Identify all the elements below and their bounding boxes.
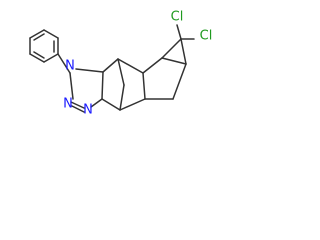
ring-bond bbox=[69, 72, 74, 100]
atom-label-n2: N bbox=[63, 97, 73, 112]
phenyl-bond bbox=[29, 53, 45, 63]
phenyl-bond bbox=[43, 53, 59, 63]
ring-bond bbox=[101, 71, 104, 100]
ring-bond bbox=[172, 63, 187, 100]
atom-label-cl1: Cl bbox=[171, 10, 184, 25]
phenyl-bond bbox=[43, 29, 59, 39]
bonds bbox=[29, 24, 195, 113]
ring-bond bbox=[142, 57, 163, 74]
ring-bond bbox=[119, 98, 146, 111]
double-bond-inner bbox=[71, 105, 85, 113]
ring-bond bbox=[161, 57, 187, 65]
chemical-structure: N N N Cl Cl bbox=[0, 0, 239, 147]
ring-bond bbox=[117, 58, 144, 74]
ring-bond bbox=[90, 98, 103, 108]
phenyl-double-bond bbox=[33, 33, 45, 41]
ring-bond bbox=[102, 58, 119, 73]
phenyl-double-bond bbox=[33, 51, 45, 59]
c-cl-bond bbox=[176, 24, 182, 40]
background bbox=[0, 0, 239, 147]
atom-label-cl2: Cl bbox=[200, 29, 213, 44]
atom-labels: N N N Cl Cl bbox=[63, 10, 212, 118]
phenyl-n-bond bbox=[57, 53, 71, 74]
atom-label-n1: N bbox=[65, 59, 75, 74]
ring-bond bbox=[161, 38, 182, 59]
ring-bond bbox=[75, 68, 104, 73]
bridge-bond bbox=[119, 84, 125, 111]
ring-bond bbox=[142, 72, 146, 100]
ring-bond bbox=[70, 101, 85, 109]
ring-bond bbox=[180, 38, 187, 65]
atom-label-n3: N bbox=[83, 103, 93, 118]
ring-bond bbox=[101, 98, 121, 111]
bridge-bond bbox=[117, 58, 125, 86]
phenyl-bond bbox=[29, 29, 45, 39]
